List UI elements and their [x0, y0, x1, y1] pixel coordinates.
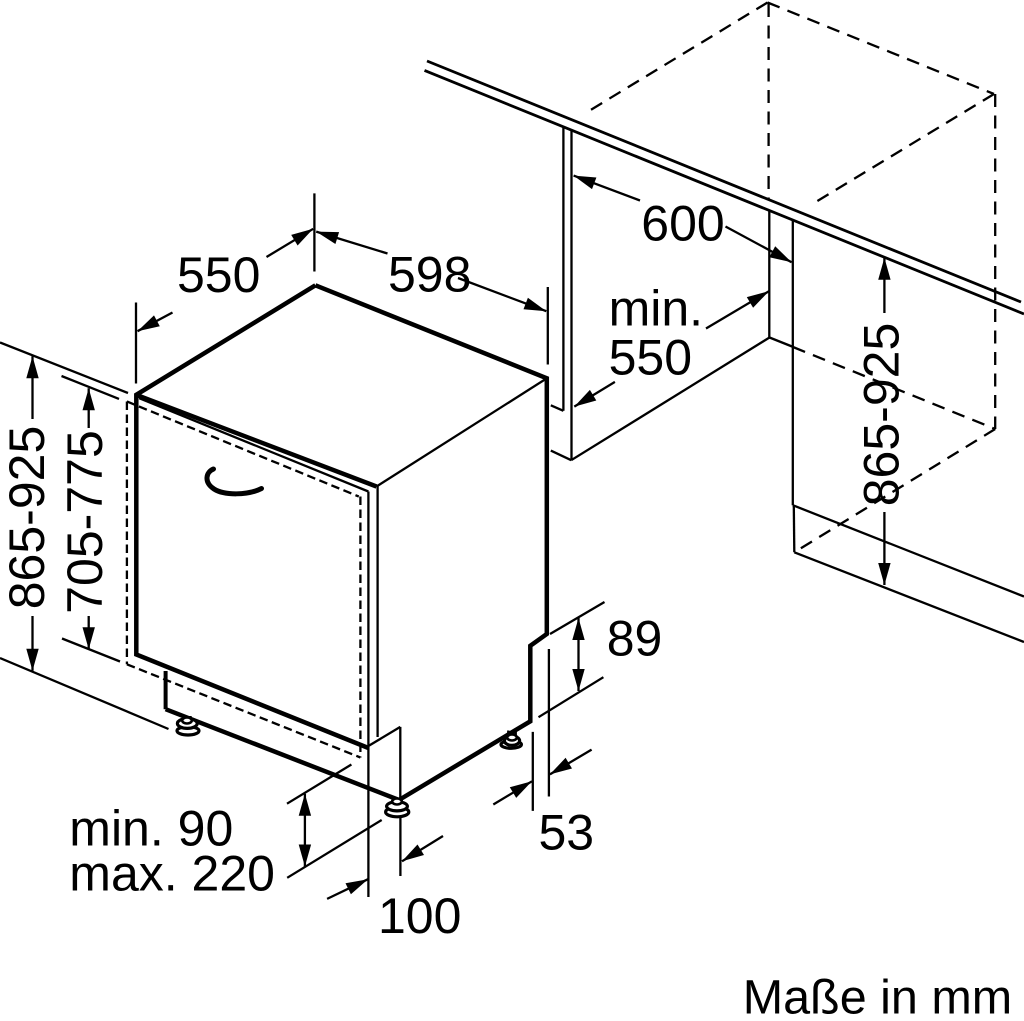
svg-text:550: 550 [177, 247, 260, 303]
svg-text:865-925: 865-925 [0, 426, 55, 610]
svg-text:705-775: 705-775 [57, 430, 113, 614]
svg-text:865-925: 865-925 [853, 323, 909, 507]
svg-text:100: 100 [378, 888, 461, 944]
svg-text:598: 598 [388, 247, 471, 303]
svg-text:89: 89 [607, 611, 663, 667]
svg-text:600: 600 [641, 195, 724, 251]
svg-text:53: 53 [539, 805, 595, 861]
svg-text:Maße in mm: Maße in mm [743, 970, 1012, 1016]
svg-text:max. 220: max. 220 [69, 846, 275, 902]
svg-text:min.: min. [609, 281, 703, 337]
svg-text:550: 550 [609, 330, 692, 386]
